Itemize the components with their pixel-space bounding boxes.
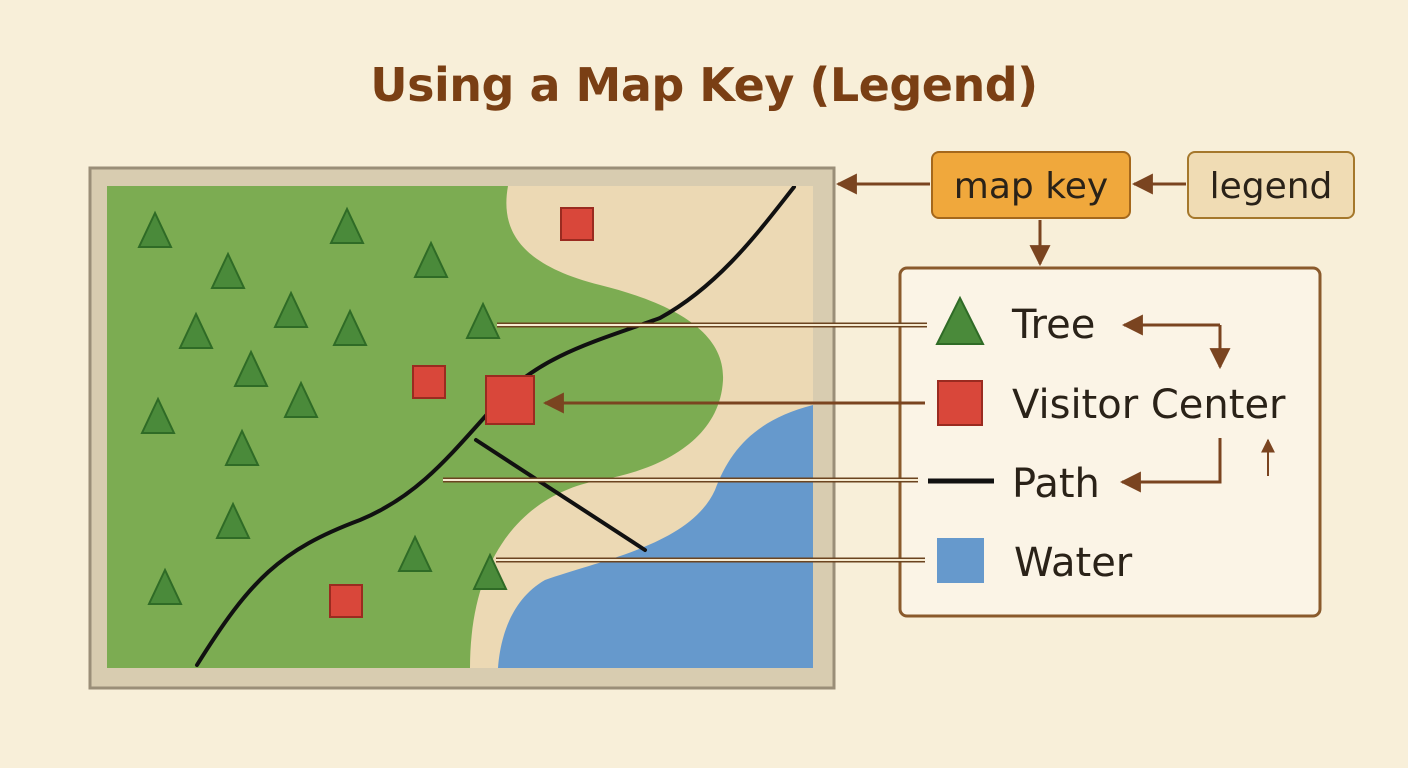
key-tree-icon (935, 295, 985, 345)
map-water (498, 405, 813, 668)
map-tree-icon (332, 308, 368, 346)
map-tree-icon (140, 396, 176, 434)
map-visitor-center-icon (485, 375, 535, 425)
map-tree-icon (210, 251, 246, 289)
page-title: Using a Map Key (Legend) (370, 58, 1038, 112)
map-grass (107, 186, 724, 668)
map-key-label: map key (954, 166, 1108, 207)
legend-label: legend (1210, 166, 1333, 207)
map-visitor-center-icon (560, 207, 594, 241)
map-tree-icon (472, 552, 508, 590)
map-tree-icon (137, 210, 173, 248)
key-label-path: Path (1012, 461, 1100, 507)
legend-box (1187, 151, 1355, 219)
key-connectors (443, 322, 927, 563)
map-tree-icon (465, 301, 501, 339)
map-key-box (931, 151, 1131, 219)
map-visitor-center-icon (412, 365, 446, 399)
map-tree-icon (397, 534, 433, 572)
map-branch-path (474, 438, 647, 552)
map-tree-icon (413, 240, 449, 278)
key-label-water: Water (1014, 540, 1133, 586)
arrow-path-loop (1119, 438, 1222, 493)
map-tree-icon (283, 380, 319, 418)
map-trees (137, 206, 508, 605)
map-tree-icon (178, 311, 214, 349)
map-visitor-center-icon (329, 584, 363, 618)
key-label-visitor-center: Visitor Center (1012, 382, 1286, 428)
map-area (107, 186, 813, 668)
map-visitor-centers (329, 207, 594, 618)
key-visitor-center-icon (937, 380, 983, 426)
key-water-icon (937, 538, 984, 583)
map-tree-icon (147, 567, 183, 605)
key-label-tree: Tree (1011, 302, 1095, 348)
map-tree-icon (224, 428, 260, 466)
map-tree-icon (273, 290, 309, 328)
map-tree-icon (233, 349, 269, 387)
map-tree-icon (329, 206, 365, 244)
map-tree-icon (215, 501, 251, 539)
